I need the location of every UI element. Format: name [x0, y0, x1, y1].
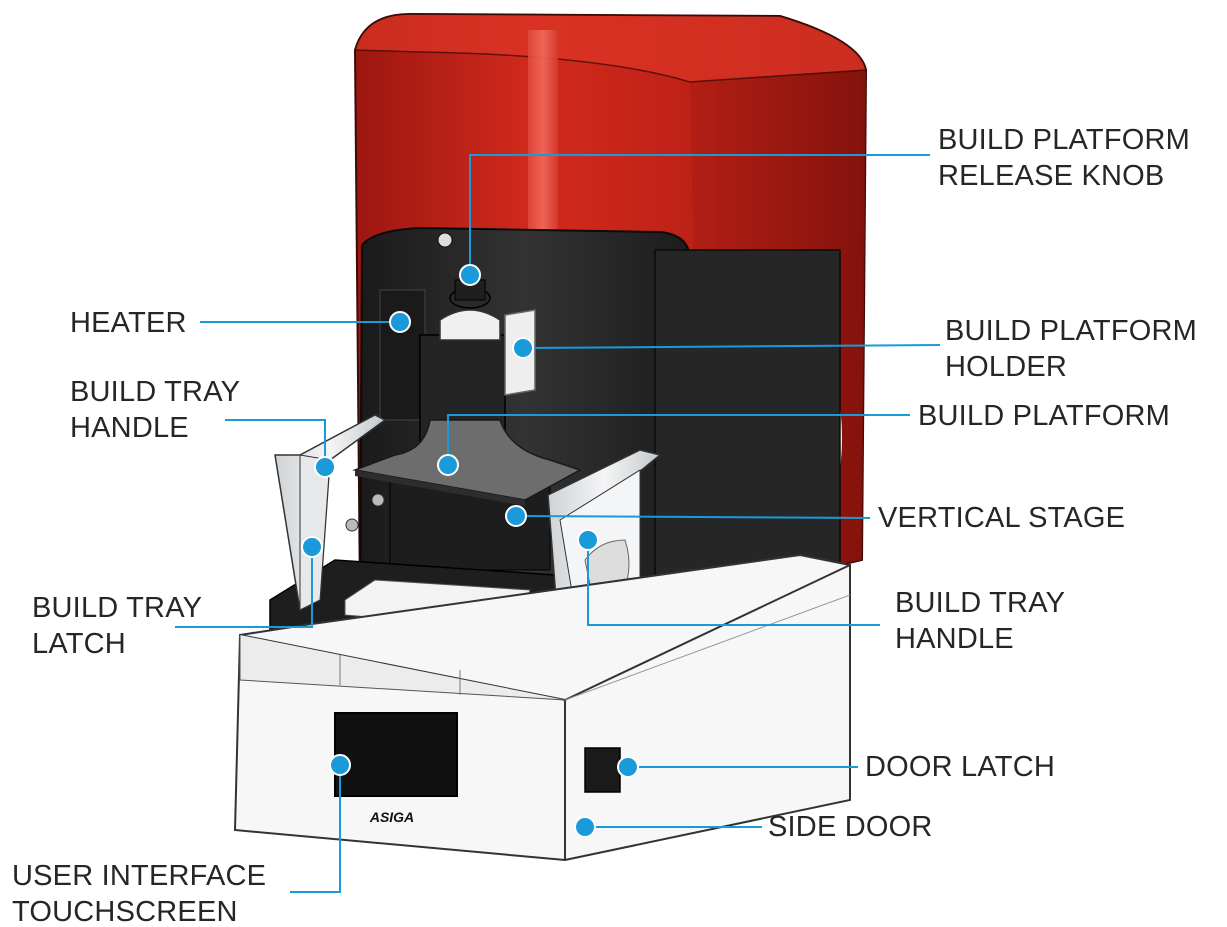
marker-tray-handle-right — [577, 529, 599, 551]
label-door-latch-line1: DOOR LATCH — [865, 751, 1055, 783]
marker-release-knob — [459, 264, 481, 286]
label-touchscreen-line1: USER INTERFACE — [12, 860, 267, 892]
label-tray-handle-left-line2: HANDLE — [70, 412, 189, 444]
marker-tray-latch — [301, 536, 323, 558]
label-release-knob: BUILD PLATFORM RELEASE KNOB — [938, 122, 1190, 194]
marker-side-door — [574, 816, 596, 838]
label-tray-handle-right-line2: HANDLE — [895, 623, 1014, 655]
leader-tray-latch — [175, 545, 313, 628]
leader-release-knob — [469, 154, 930, 270]
label-touchscreen: USER INTERFACE TOUCHSCREEN — [12, 858, 266, 927]
marker-build-platform — [437, 454, 459, 476]
label-touchscreen-line2: TOUCHSCREEN — [12, 896, 238, 927]
label-platform-holder-line2: HOLDER — [945, 351, 1068, 383]
label-release-knob-line2: RELEASE KNOB — [938, 160, 1165, 192]
leader-tray-handle-left — [225, 419, 326, 465]
leader-touchscreen — [290, 765, 341, 893]
label-build-platform: BUILD PLATFORM — [918, 398, 1170, 434]
label-tray-handle-right: BUILD TRAY HANDLE — [895, 585, 1065, 657]
label-tray-handle-left: BUILD TRAY HANDLE — [70, 374, 240, 446]
label-platform-holder-line1: BUILD PLATFORM — [945, 315, 1198, 347]
label-tray-latch-line2: LATCH — [32, 628, 126, 660]
leader-lines — [175, 154, 941, 893]
build-platform-shape — [352, 419, 582, 506]
label-heater-line1: HEATER — [70, 307, 187, 339]
marker-tray-handle-left — [314, 456, 336, 478]
markers — [301, 264, 639, 838]
brand-logo: ASIGA — [369, 809, 414, 825]
touchscreen-panel — [334, 712, 458, 797]
label-door-latch: DOOR LATCH — [865, 749, 1055, 785]
label-tray-handle-left-line1: BUILD TRAY — [70, 376, 241, 408]
door-latch-part — [584, 747, 621, 793]
left-tray-handle — [274, 414, 387, 612]
label-tray-latch-line1: BUILD TRAY — [32, 592, 203, 624]
leader-tray-handle-right — [587, 540, 880, 626]
label-vertical-stage-line1: VERTICAL STAGE — [878, 502, 1126, 534]
label-side-door: SIDE DOOR — [768, 809, 933, 845]
leader-vertical-stage — [517, 515, 871, 519]
label-vertical-stage: VERTICAL STAGE — [878, 500, 1125, 536]
marker-platform-holder — [512, 337, 534, 359]
leader-build-platform — [447, 414, 910, 465]
label-heater: HEATER — [70, 305, 187, 341]
label-build-platform-line1: BUILD PLATFORM — [918, 400, 1171, 432]
label-tray-handle-right-line1: BUILD TRAY — [895, 587, 1066, 619]
marker-vertical-stage — [505, 505, 527, 527]
marker-door-latch — [617, 756, 639, 778]
marker-touchscreen — [329, 754, 351, 776]
marker-heater — [389, 311, 411, 333]
label-platform-holder: BUILD PLATFORM HOLDER — [945, 313, 1197, 385]
label-tray-latch: BUILD TRAY LATCH — [32, 590, 202, 662]
label-release-knob-line1: BUILD PLATFORM — [938, 124, 1191, 156]
label-side-door-line1: SIDE DOOR — [768, 811, 933, 843]
leader-platform-holder — [524, 344, 941, 349]
